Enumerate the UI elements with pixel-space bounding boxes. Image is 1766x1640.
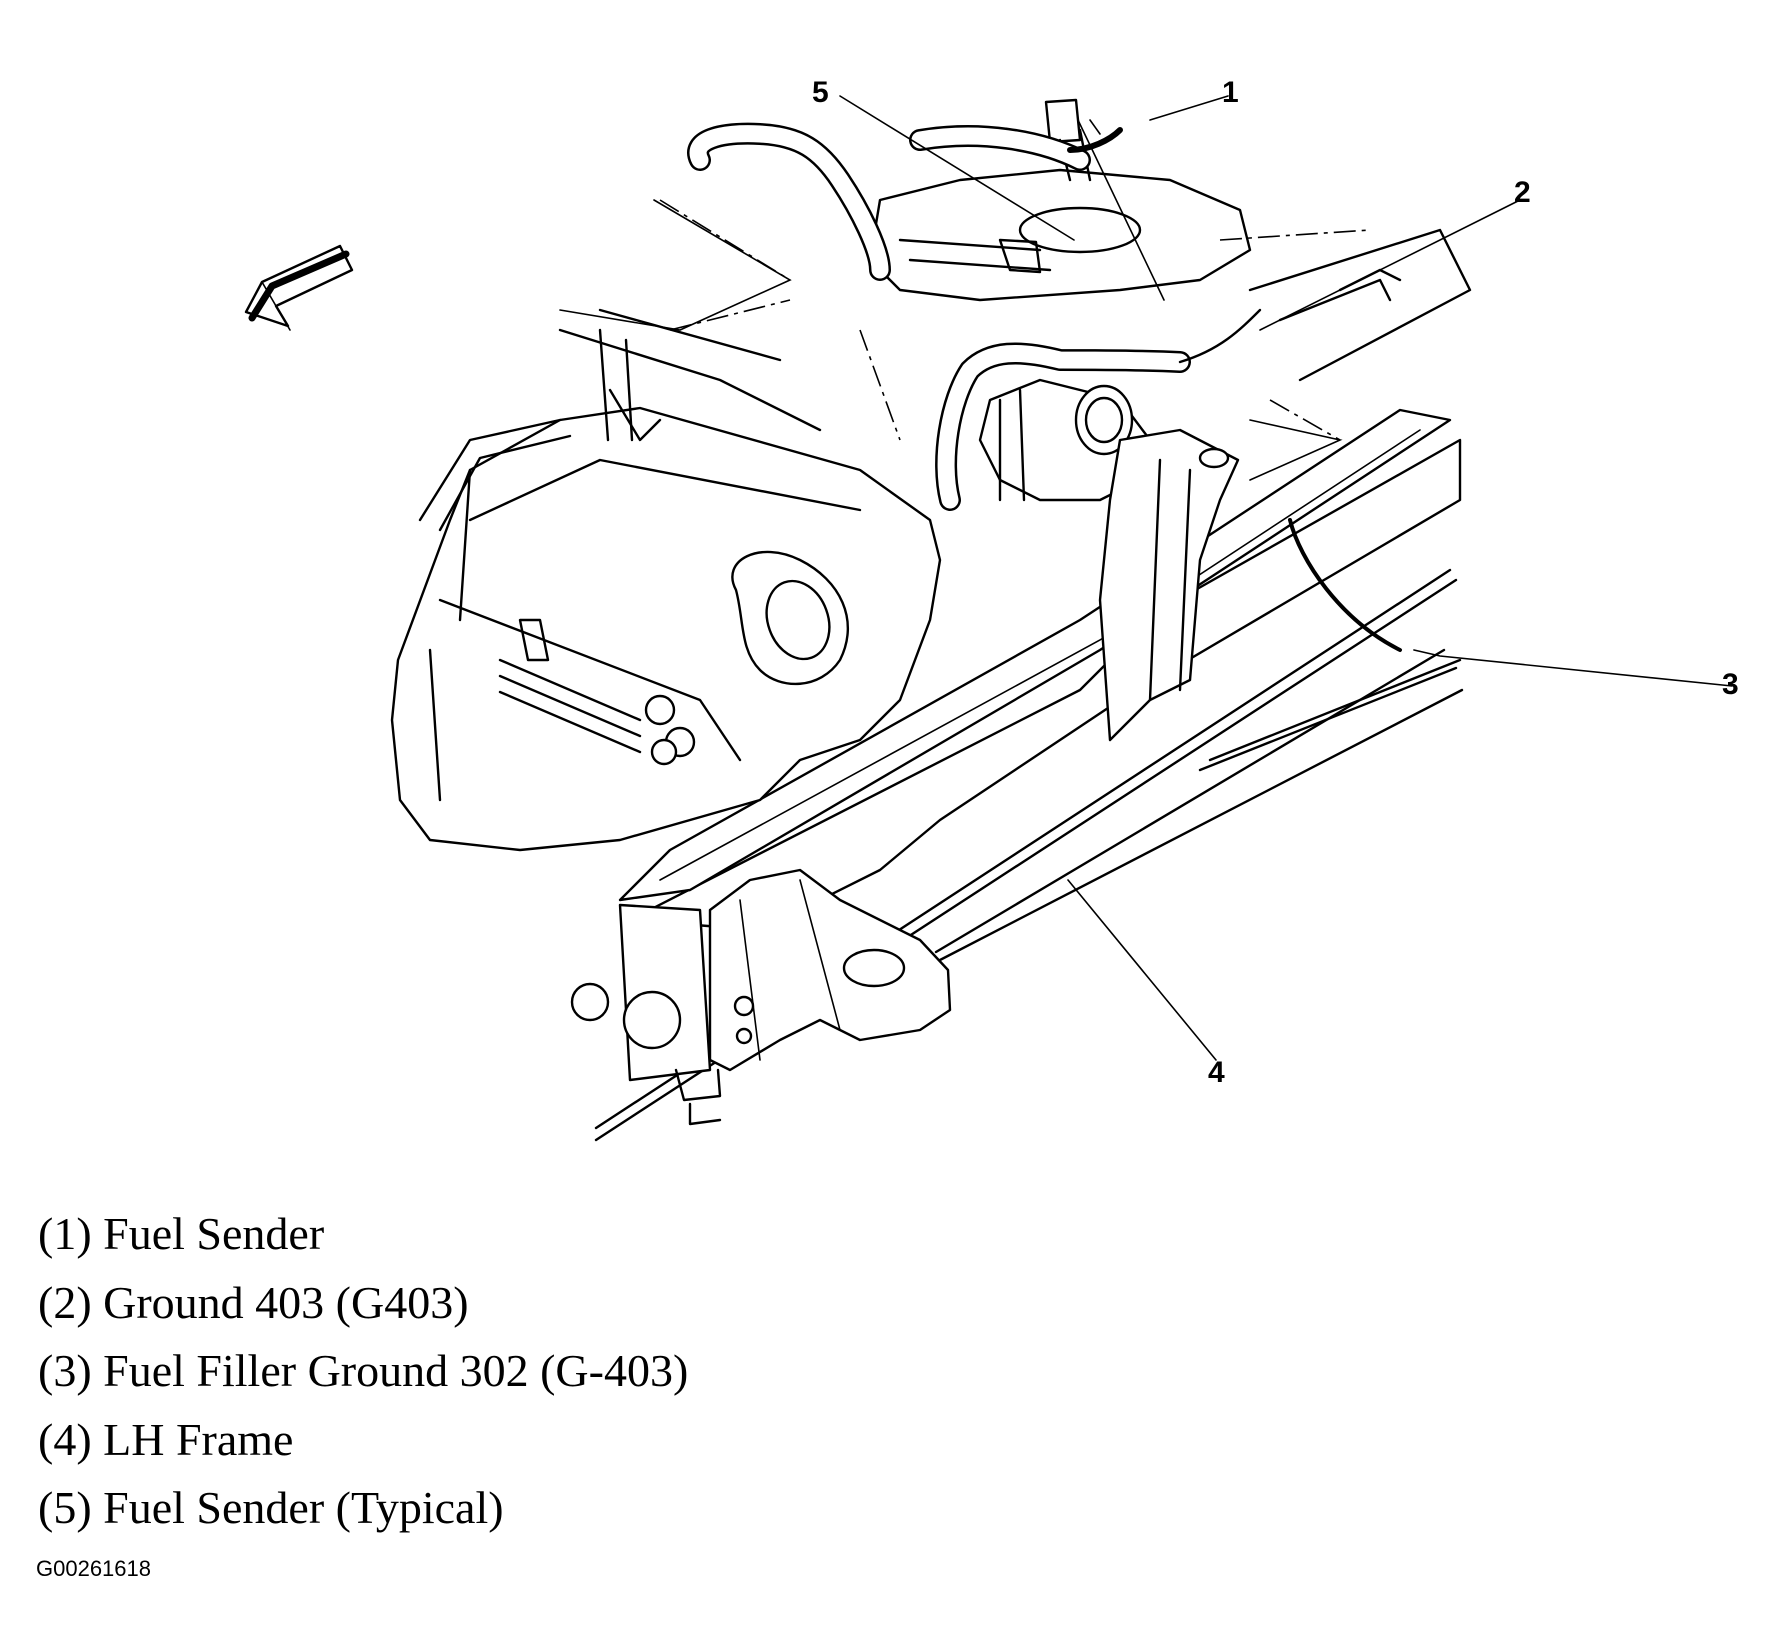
tow-hook-bracket — [708, 868, 952, 1072]
fuel-tank — [390, 406, 942, 852]
legend-item-1: (1) Fuel Sender — [38, 1208, 325, 1259]
legend-item-4: (4) LH Frame — [38, 1413, 294, 1465]
mounting-bracket — [1098, 428, 1240, 742]
parts-legend: (1) Fuel Sender (2) Ground 403 (G403) (3… — [38, 1200, 688, 1543]
wiring-harness — [687, 122, 1262, 511]
legend-item-2: (2) Ground 403 (G403) — [38, 1276, 469, 1328]
legend-item-5: (5) Fuel Sender (Typical) — [38, 1482, 504, 1533]
fuel-filler-neck — [978, 378, 1152, 502]
callout-4: 4 — [1208, 1056, 1225, 1089]
leader-lines — [839, 95, 1733, 1061]
callout-1: 1 — [1222, 76, 1239, 109]
fuel-system-diagram: 1 2 3 4 5 — [244, 76, 1739, 1142]
callout-3: 3 — [1722, 668, 1739, 701]
phantom-lines — [559, 199, 1371, 481]
frame-crossmember — [570, 408, 1462, 1126]
callout-2: 2 — [1514, 176, 1531, 209]
direction-arrow-icon — [244, 244, 354, 331]
upper-frame — [558, 228, 1472, 442]
legend-item-3: (3) Fuel Filler Ground 302 (G-403) — [38, 1345, 689, 1396]
callout-5: 5 — [812, 76, 829, 109]
figure-id: G00261618 — [36, 1556, 151, 1581]
